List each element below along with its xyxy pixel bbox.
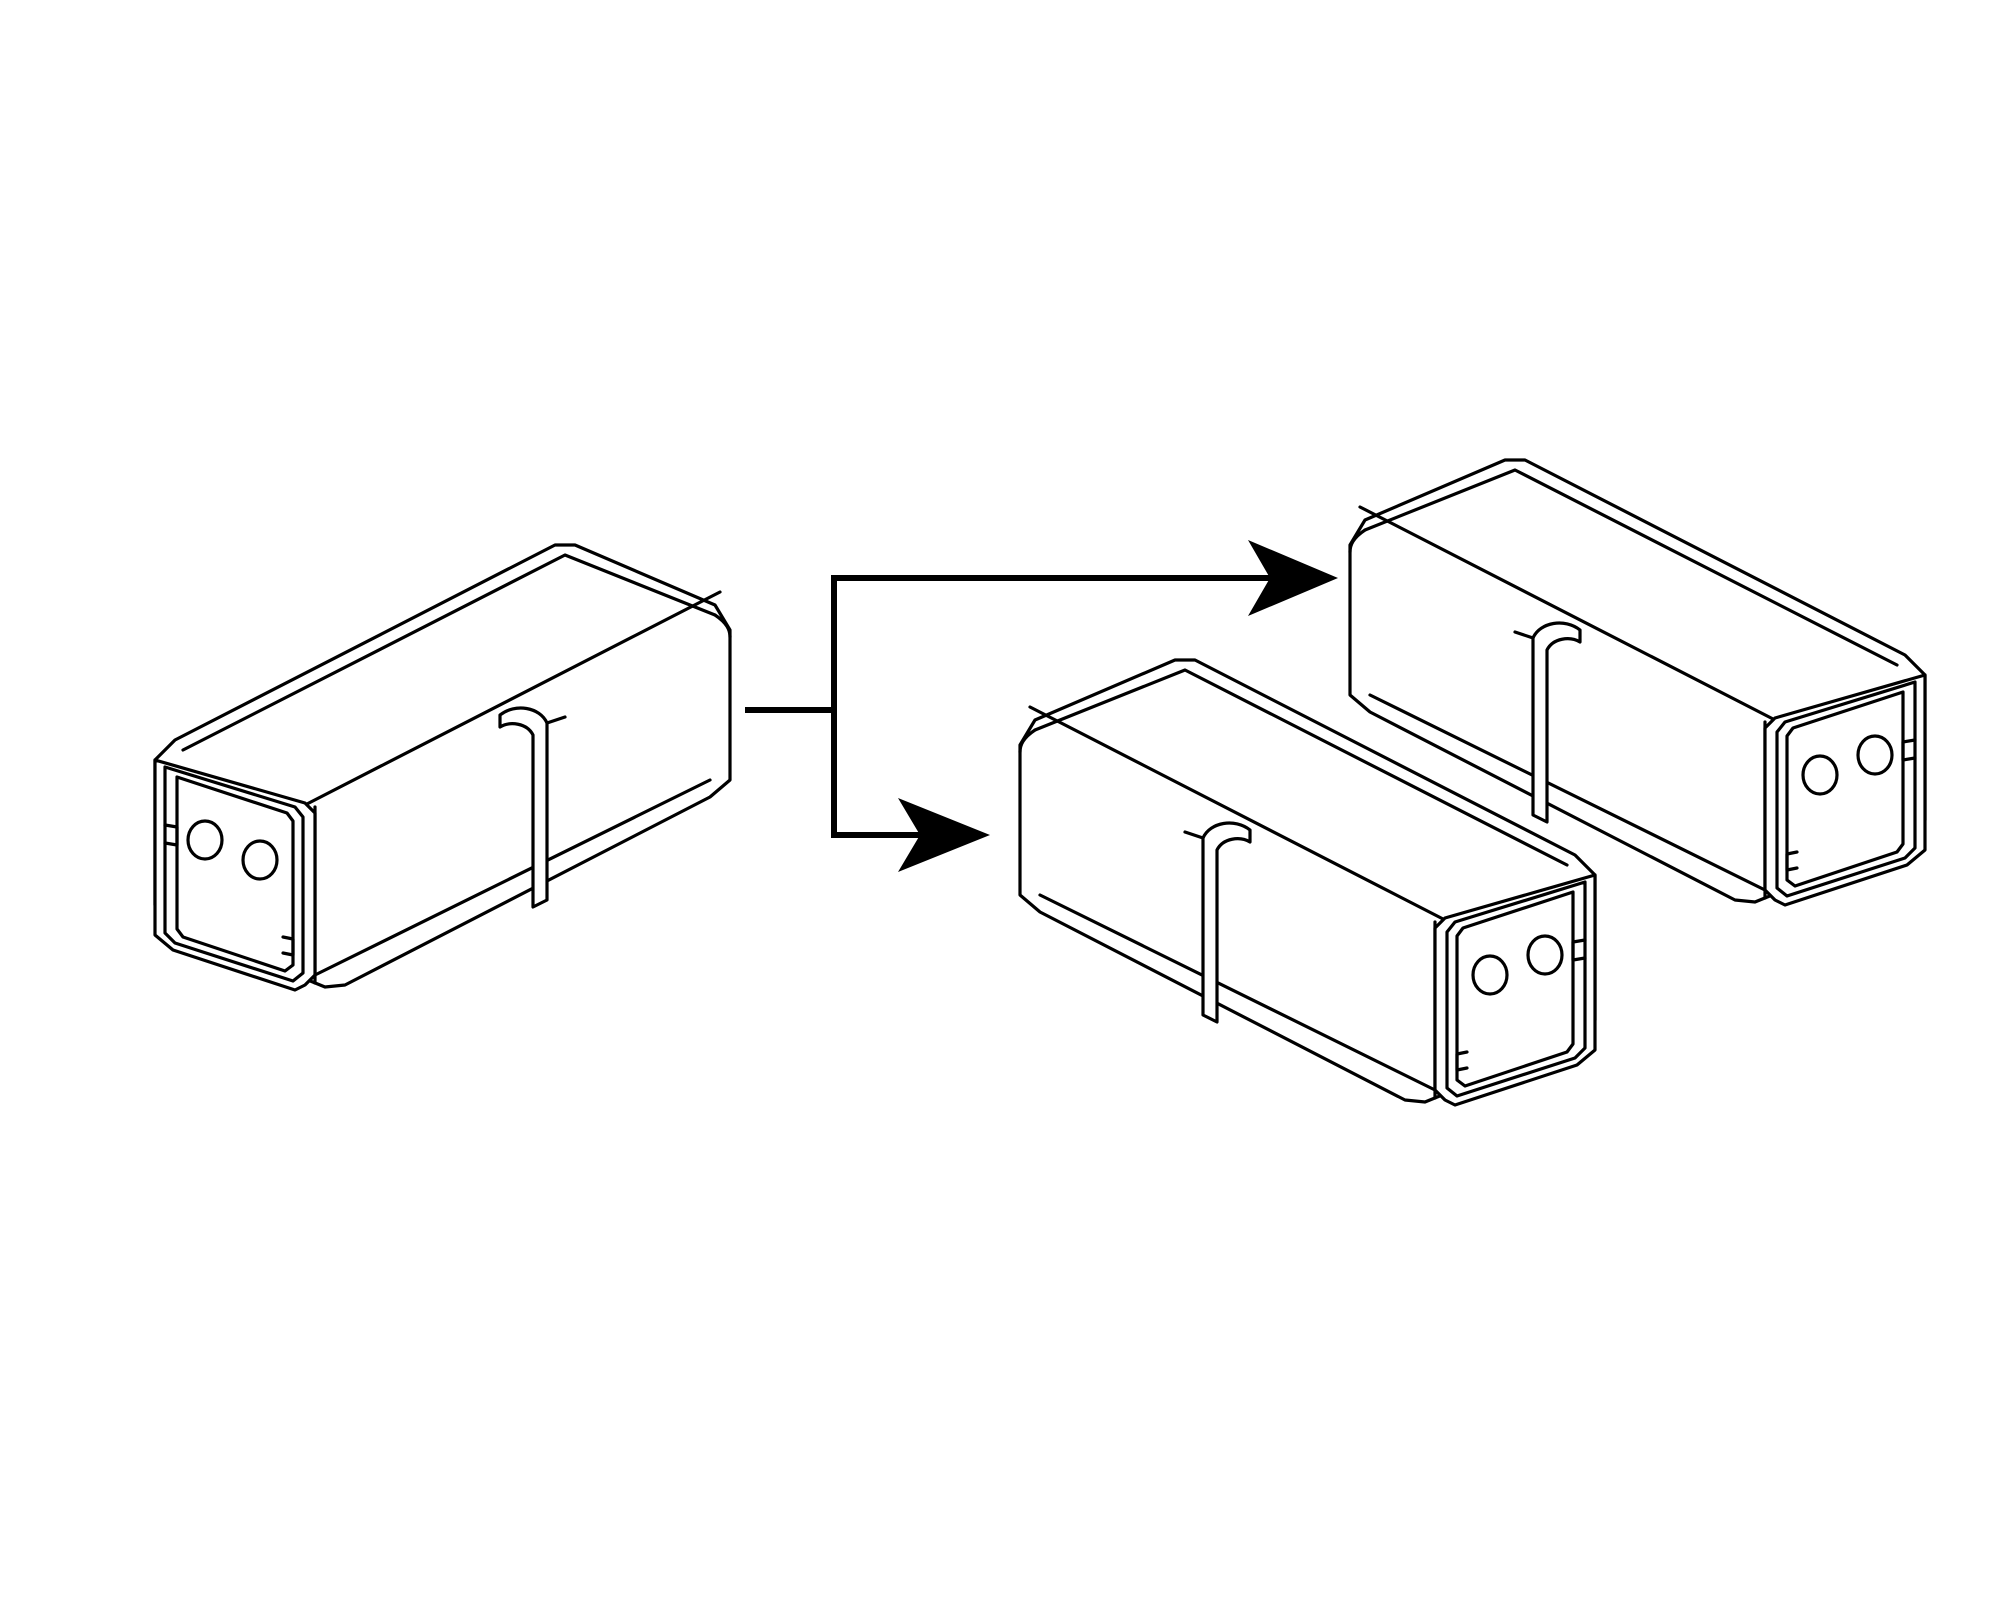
source-connector [153, 543, 732, 992]
split-arrow-icon [745, 540, 1338, 872]
